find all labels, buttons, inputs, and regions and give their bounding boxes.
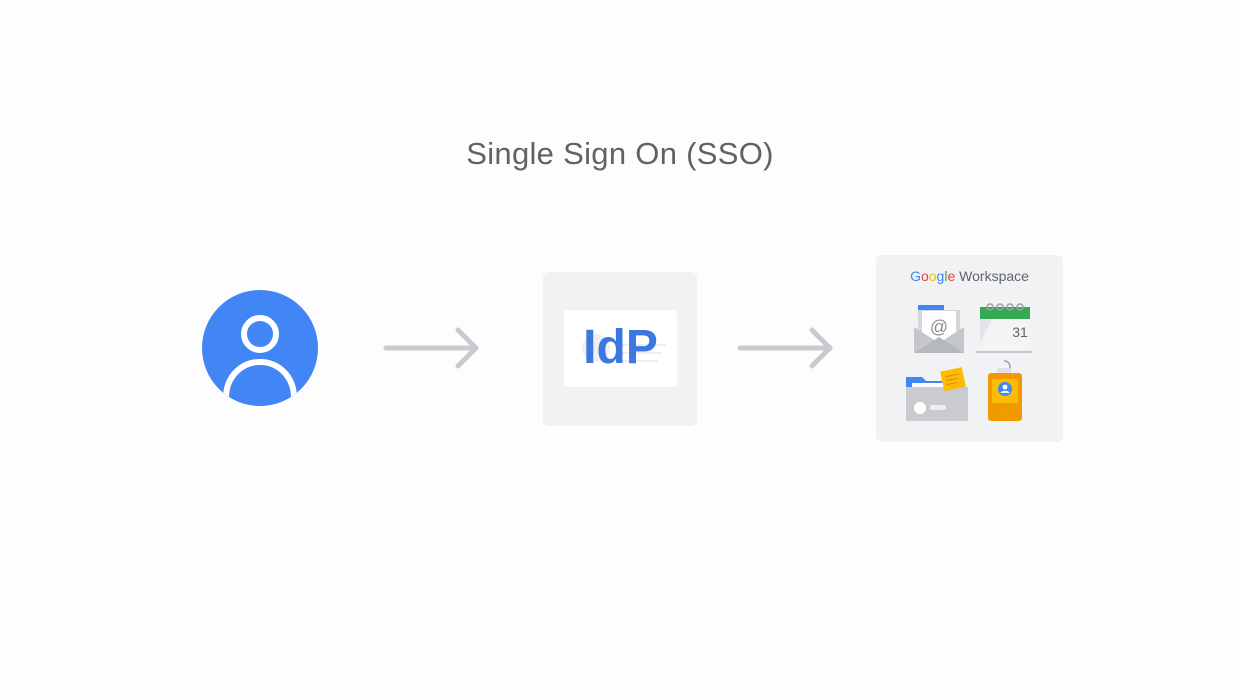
svg-text:@: @ <box>930 317 948 337</box>
google-workspace-logo: Google Workspace <box>876 267 1063 285</box>
drive-folder-icon <box>906 367 968 421</box>
svg-text:31: 31 <box>1012 324 1028 340</box>
idp-label-box: IdP <box>564 310 677 387</box>
idp-node: IdP <box>543 272 697 426</box>
arrow-right-icon <box>737 327 833 369</box>
id-badge-icon <box>988 360 1022 421</box>
user-avatar-icon <box>202 290 318 406</box>
idp-background-graphic <box>582 334 666 362</box>
arrow-right-icon <box>383 327 479 369</box>
idp-label: IdP <box>583 321 658 374</box>
calendar-icon: 31 <box>976 303 1032 353</box>
google-workspace-node: Google Workspace @ 31 <box>876 255 1063 442</box>
diagram-title: Single Sign On (SSO) <box>466 136 774 171</box>
google-wordmark: Google <box>910 268 956 284</box>
gmail-envelope-icon: @ <box>914 305 964 353</box>
workspace-wordmark: Workspace <box>959 268 1029 284</box>
